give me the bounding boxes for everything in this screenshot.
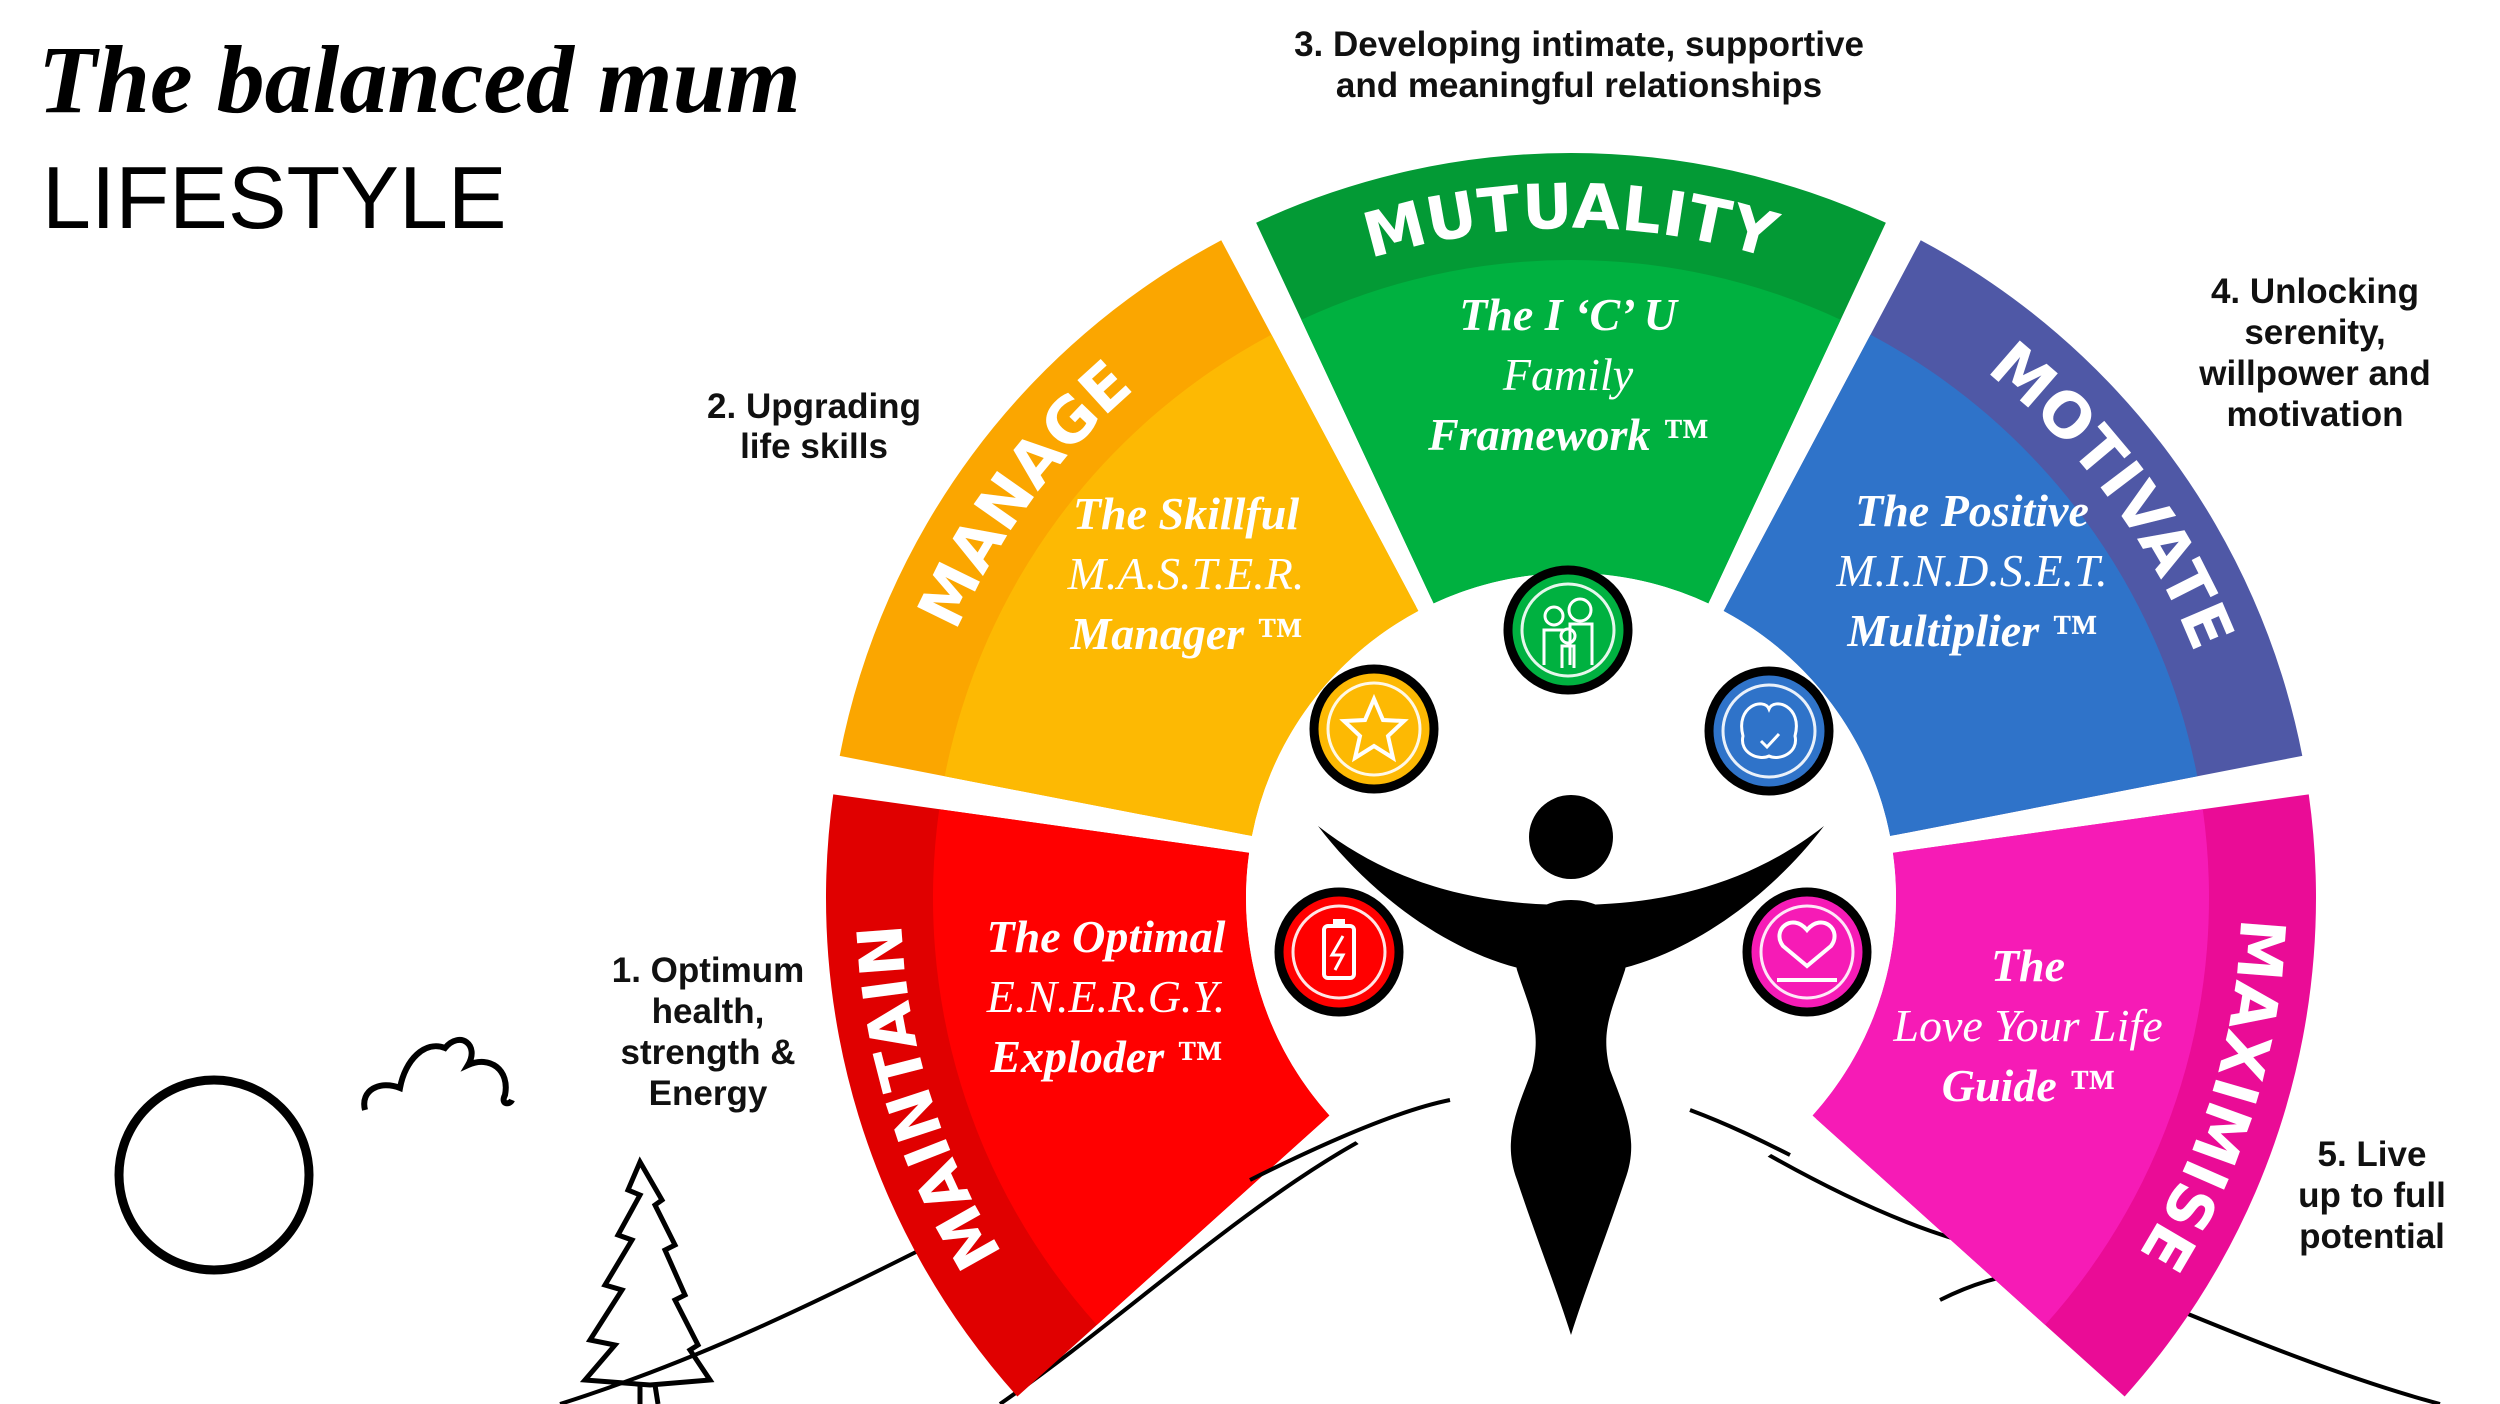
program-name-line: M.A.S.T.E.R. xyxy=(1067,548,1305,599)
annotation-line: willpower and xyxy=(2198,354,2430,393)
annotation-line: strength & xyxy=(621,1033,796,1072)
figure-body xyxy=(1510,900,1632,1335)
annotation-line: life skills xyxy=(740,427,888,466)
segment-fill xyxy=(1812,809,2209,1325)
annotation-line: and meaningful relationships xyxy=(1336,66,1822,105)
program-name-line: Family xyxy=(1502,349,1634,400)
program-name-line: The I ‘C’ U xyxy=(1459,289,1679,340)
segment-fill xyxy=(1301,260,1841,604)
star-icon xyxy=(1309,664,1439,794)
program-name-line: Manager ™ xyxy=(1069,608,1301,659)
program-name-line: Multiplier ™ xyxy=(1846,605,2096,656)
annotation-line: serenity, xyxy=(2244,313,2385,352)
landscape-inner xyxy=(1249,1098,1791,1182)
program-name-line: The Optimal xyxy=(987,911,1226,962)
annotation-line: 2. Upgrading xyxy=(707,387,921,426)
annotation-line: motivation xyxy=(2227,395,2404,434)
annotation-line: potential xyxy=(2299,1217,2445,1256)
annotation-line: Energy xyxy=(649,1074,768,1113)
segment-fill xyxy=(933,809,1330,1325)
program-name-line: The Skillful xyxy=(1073,488,1299,539)
program-name-line: M.I.N.D.S.E.T. xyxy=(1835,545,2107,596)
tree-icon xyxy=(579,1156,715,1404)
annotation-line: 1. Optimum xyxy=(612,951,805,990)
program-name-line: The Positive xyxy=(1855,485,2089,536)
figure-head xyxy=(1529,795,1613,879)
program-name-line: Guide ™ xyxy=(1942,1060,2115,1111)
sun-icon xyxy=(114,1075,314,1275)
annotation-line: up to full xyxy=(2298,1176,2446,1215)
family-icon xyxy=(1503,565,1633,695)
annotation-line: 3. Developing intimate, supportive xyxy=(1294,25,1864,64)
program-name-line: The xyxy=(1991,940,2065,991)
program-name-line: E.N.E.R.G.Y. xyxy=(986,971,1226,1022)
annotation-line: 5. Live xyxy=(2318,1135,2427,1174)
program-name-line: Exploder ™ xyxy=(989,1031,1221,1082)
title-script: The balanced mum xyxy=(38,26,801,133)
segment-fill xyxy=(1723,334,2198,836)
annotation-line: 4. Unlocking xyxy=(2211,272,2419,311)
segment-fill xyxy=(944,334,1419,836)
annotation-line: health, xyxy=(652,992,765,1031)
segment-icons xyxy=(1274,565,1872,1017)
program-name-line: Framework ™ xyxy=(1427,409,1708,460)
mother-figure xyxy=(1318,795,1824,1335)
program-name-line: Love Your Life xyxy=(1892,1000,2162,1051)
brain-icon xyxy=(1704,666,1834,796)
battery-icon xyxy=(1274,887,1404,1017)
heart-icon xyxy=(1742,887,1872,1017)
title-lifestyle: LIFESTYLE xyxy=(42,148,507,247)
cloud-icon xyxy=(361,1036,515,1111)
